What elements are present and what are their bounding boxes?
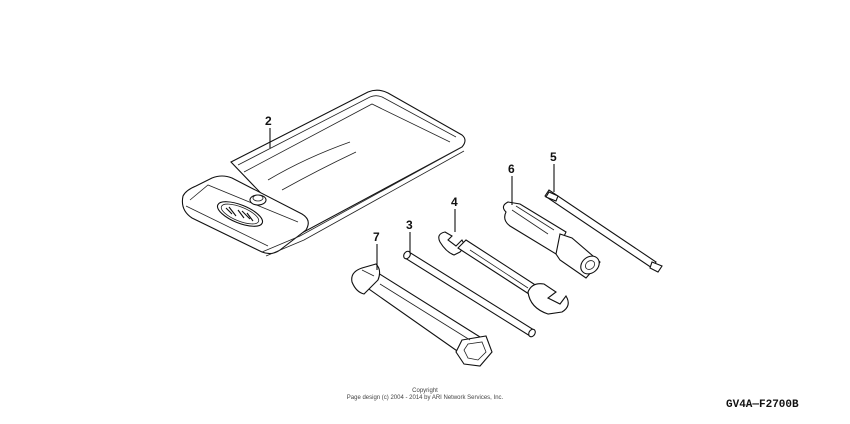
callout-3: 3 [406,218,413,232]
screwdriver-handle[interactable] [502,201,602,279]
tool-bag[interactable] [181,89,466,257]
callout-2: 2 [265,114,272,128]
plug-wrench[interactable] [351,263,493,367]
copyright-heading: Copyright [412,388,438,394]
figure-code: GV4A—F2700B [726,399,799,411]
copyright-notice: Page design (c) 2004 - 2014 by ARI Netwo… [346,395,504,401]
callout-7: 7 [373,230,380,244]
callout-6: 6 [508,162,515,176]
tommy-bar[interactable] [402,250,536,338]
screwdriver-shaft[interactable] [544,189,663,273]
callout-4: 4 [451,195,458,209]
callout-5: 5 [550,150,557,164]
leader-lines [269,128,555,270]
open-end-wrench[interactable] [438,231,569,315]
